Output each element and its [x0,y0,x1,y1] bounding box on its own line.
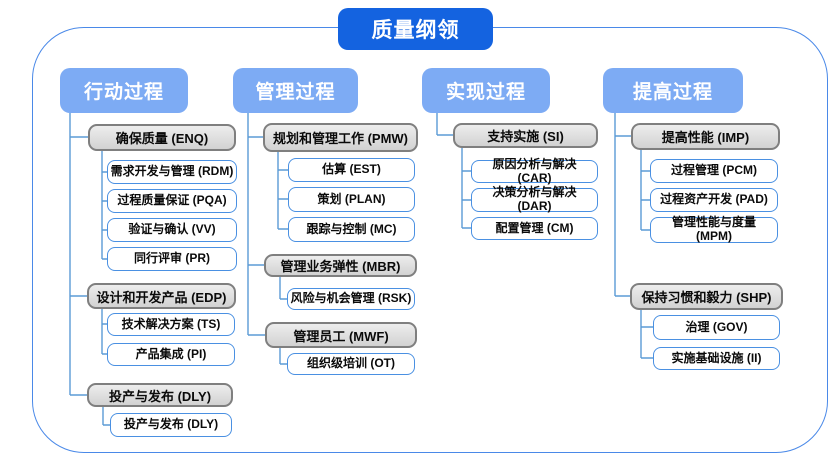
group-node-pmw: 规划和管理工作 (PMW) [263,123,418,152]
column-header-action-process: 行动过程 [60,68,188,113]
leaf-node-pqa: 过程质量保证 (PQA) [107,189,237,213]
leaf-node-pcm: 过程管理 (PCM) [650,159,778,183]
leaf-node-ii: 实施基础设施 (II) [653,347,780,370]
group-node-dly: 投产与发布 (DLY) [87,383,233,407]
diagram-title: 质量纲领 [338,8,493,50]
column-header-improvement-process: 提高过程 [603,68,743,113]
leaf-node-pr: 同行评审 (PR) [107,247,237,271]
group-node-si: 支持实施 (SI) [453,123,598,148]
leaf-node-ts: 技术解决方案 (TS) [107,313,235,336]
leaf-node-plan: 策划 (PLAN) [288,187,415,212]
leaf-node-rsk: 风险与机会管理 (RSK) [287,288,415,310]
leaf-node-dly: 投产与发布 (DLY) [110,413,232,437]
column-header-management-process: 管理过程 [233,68,358,113]
leaf-node-vv: 验证与确认 (VV) [107,218,237,242]
group-node-shp: 保持习惯和毅力 (SHP) [630,283,783,310]
leaf-node-est: 估算 (EST) [288,158,415,182]
leaf-node-pad: 过程资产开发 (PAD) [650,188,778,212]
group-node-mbr: 管理业务弹性 (MBR) [264,254,417,277]
leaf-node-mc: 跟踪与控制 (MC) [288,217,415,242]
group-node-imp: 提高性能 (IMP) [631,123,780,150]
leaf-node-rdm: 需求开发与管理 (RDM) [107,160,237,184]
leaf-node-gov: 治理 (GOV) [653,315,780,340]
leaf-node-pi: 产品集成 (PI) [107,343,235,366]
leaf-node-car: 原因分析与解决 (CAR) [471,157,598,184]
group-node-enq: 确保质量 (ENQ) [88,124,236,151]
leaf-node-cm: 配置管理 (CM) [471,217,598,240]
group-node-mwf: 管理员工 (MWF) [265,322,417,348]
leaf-node-ot: 组织级培训 (OT) [287,353,415,375]
group-node-edp: 设计和开发产品 (EDP) [87,283,236,309]
leaf-node-dar: 决策分析与解决 (DAR) [471,185,598,213]
leaf-node-mpm: 管理性能与度量 (MPM) [650,215,778,243]
column-header-realization-process: 实现过程 [422,68,550,113]
